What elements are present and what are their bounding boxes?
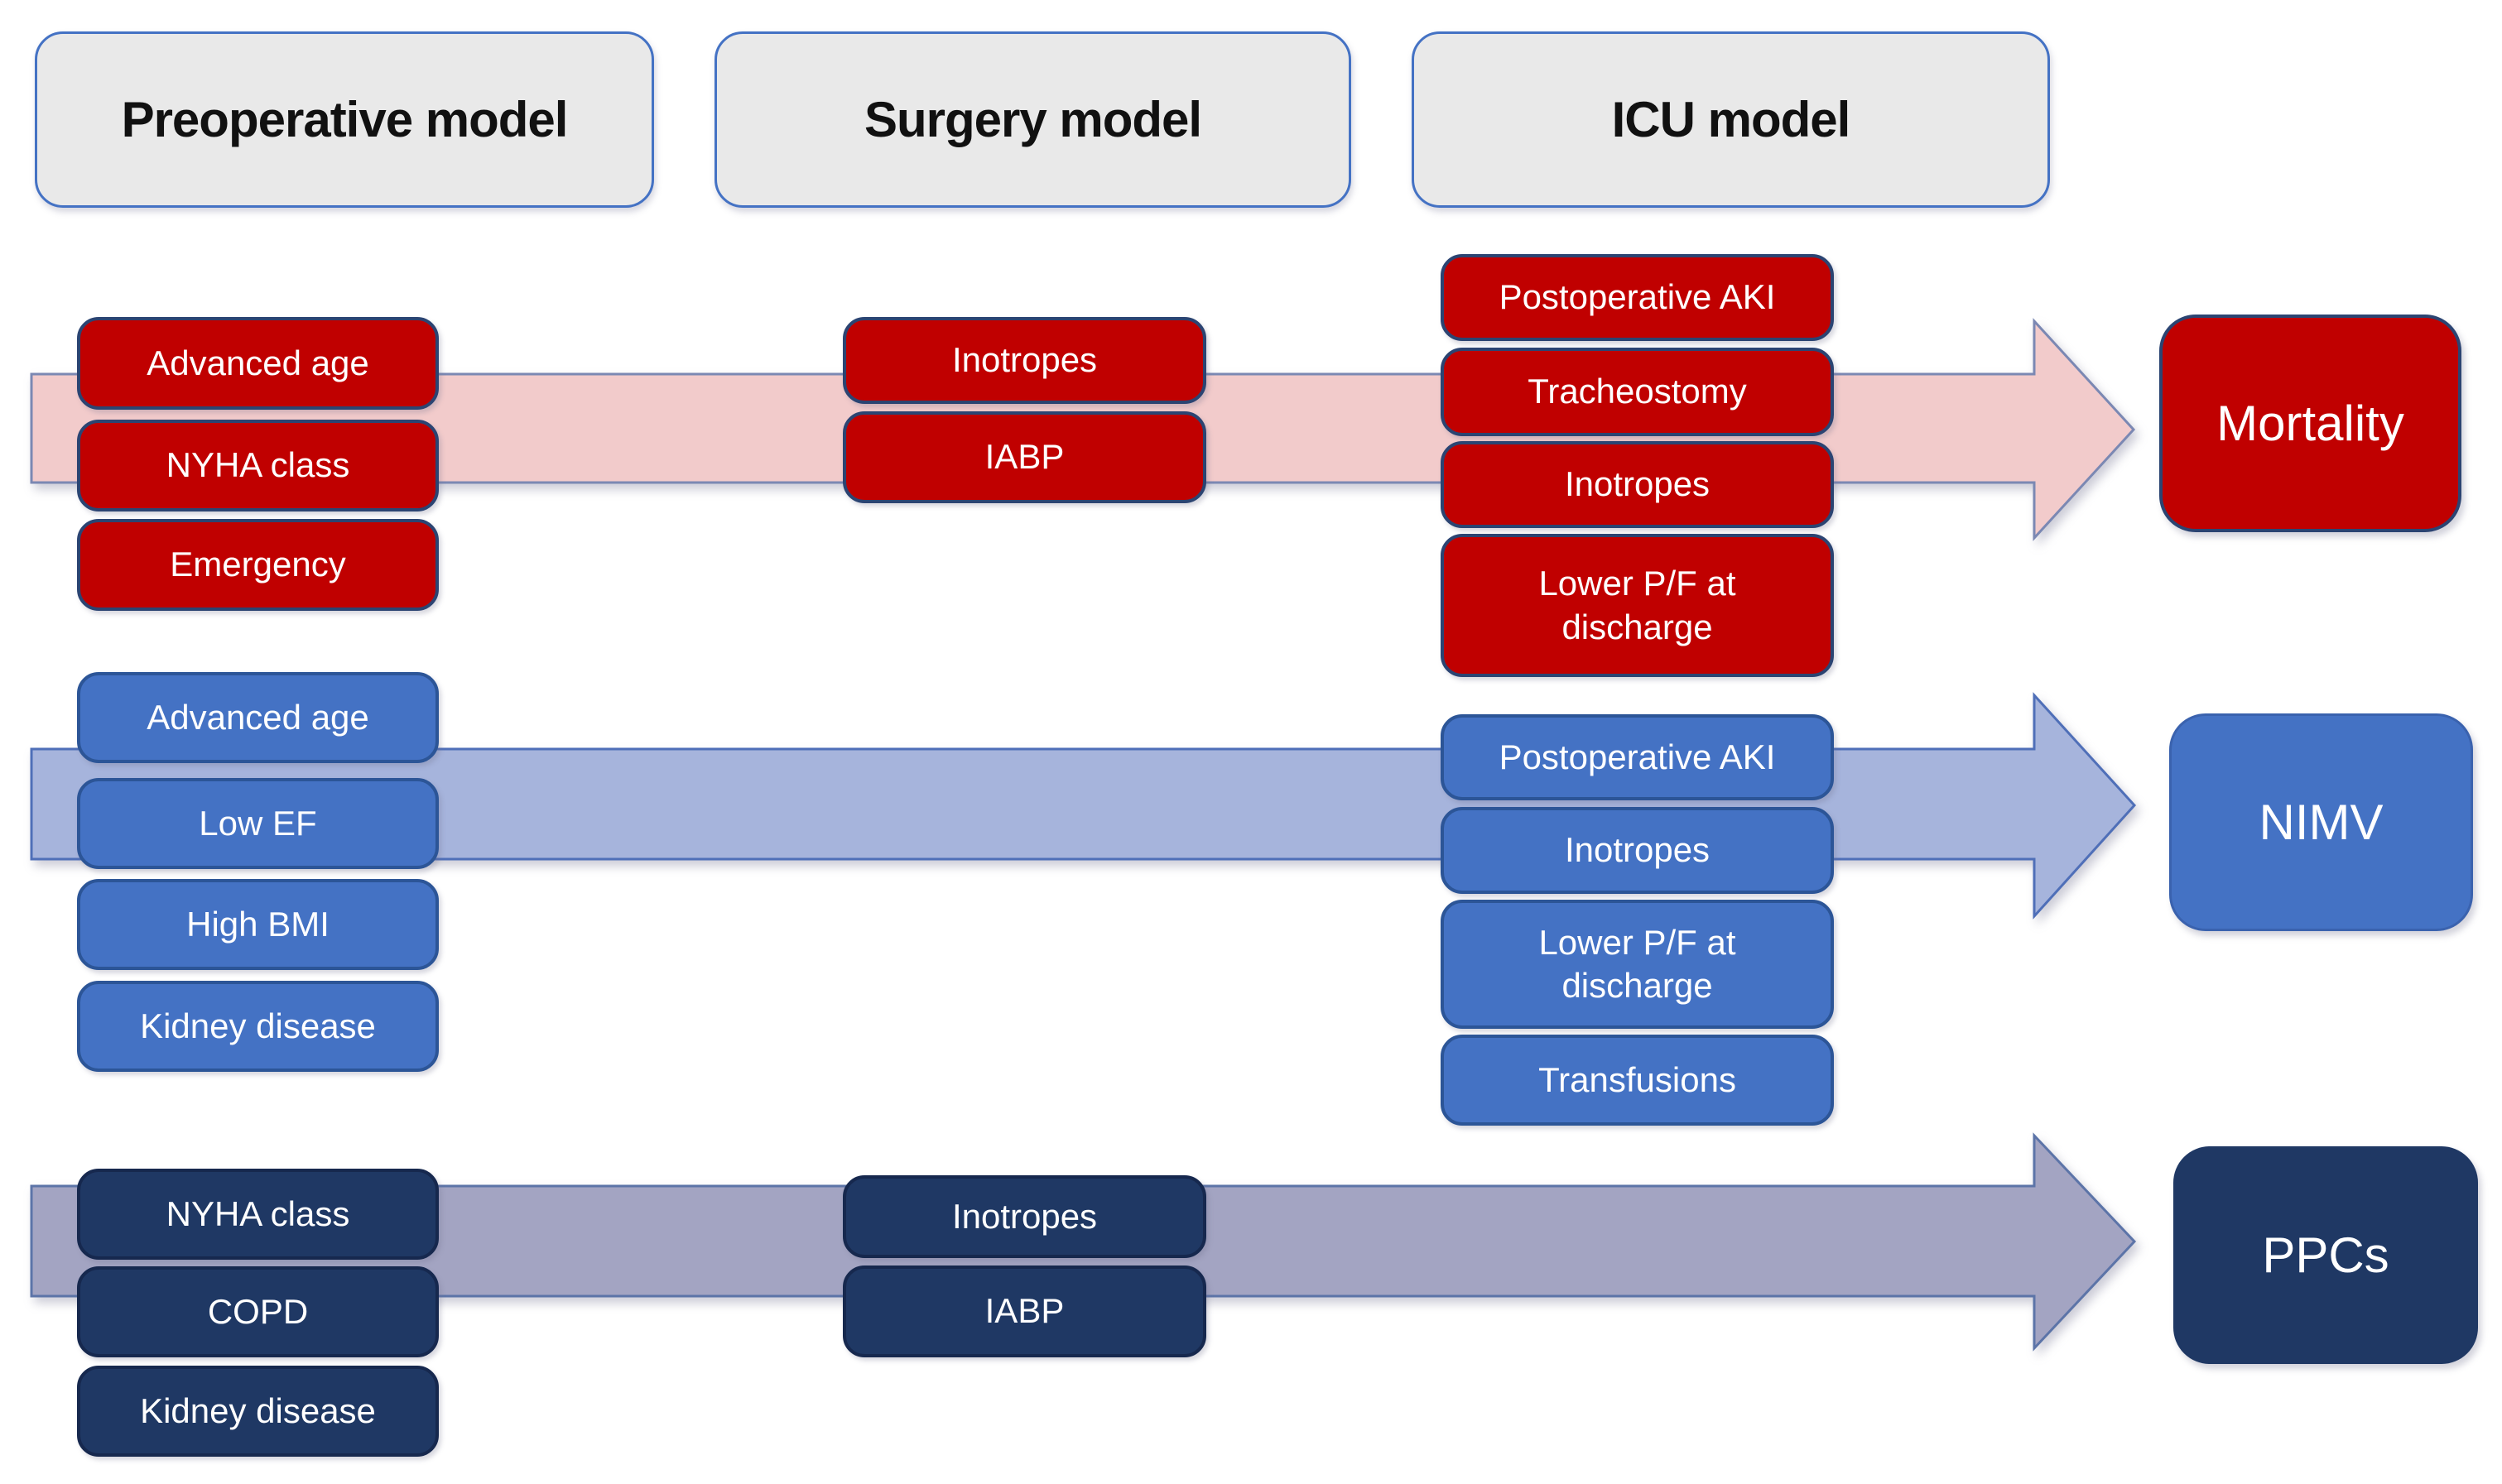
outcome-nimv: NIMV <box>2169 713 2473 931</box>
box-ppcs-preop-kidney-disease: Kidney disease <box>77 1366 439 1457</box>
box-mortality-icu-postoperative-aki: Postoperative AKI <box>1441 254 1834 341</box>
box-nimv-preop-high-bmi: High BMI <box>77 879 439 970</box>
box-nimv-preop-advanced-age: Advanced age <box>77 672 439 763</box>
box-ppcs-preop-copd: COPD <box>77 1266 439 1357</box>
box-mortality-preop-emergency: Emergency <box>77 519 439 611</box>
outcome-ppcs: PPCs <box>2173 1146 2478 1364</box>
box-mortality-icu-tracheostomy: Tracheostomy <box>1441 348 1834 436</box>
box-nimv-icu-postoperative-aki: Postoperative AKI <box>1441 714 1834 800</box>
outcome-mortality: Mortality <box>2159 315 2461 532</box>
box-nimv-icu-inotropes: Inotropes <box>1441 807 1834 894</box>
box-mortality-surgery-iabp: IABP <box>843 411 1206 503</box>
box-nimv-icu-transfusions: Transfusions <box>1441 1035 1834 1126</box>
box-mortality-preop-advanced-age: Advanced age <box>77 317 439 410</box>
box-mortality-icu-inotropes: Inotropes <box>1441 441 1834 528</box>
box-nimv-icu-lower-pf-discharge: Lower P/F at discharge <box>1441 900 1834 1029</box>
header-icu-model: ICU model <box>1412 31 2050 208</box>
box-mortality-preop-nyha-class: NYHA class <box>77 420 439 511</box>
header-preoperative-model: Preoperative model <box>35 31 654 208</box>
box-ppcs-preop-nyha-class: NYHA class <box>77 1169 439 1260</box>
box-mortality-icu-lower-pf-discharge: Lower P/F at discharge <box>1441 534 1834 677</box>
box-mortality-surgery-inotropes: Inotropes <box>843 317 1206 404</box>
box-ppcs-surgery-iabp: IABP <box>843 1265 1206 1357</box>
box-nimv-preop-low-ef: Low EF <box>77 778 439 869</box>
box-nimv-preop-kidney-disease: Kidney disease <box>77 981 439 1072</box>
header-surgery-model: Surgery model <box>715 31 1351 208</box>
box-ppcs-surgery-inotropes: Inotropes <box>843 1175 1206 1258</box>
